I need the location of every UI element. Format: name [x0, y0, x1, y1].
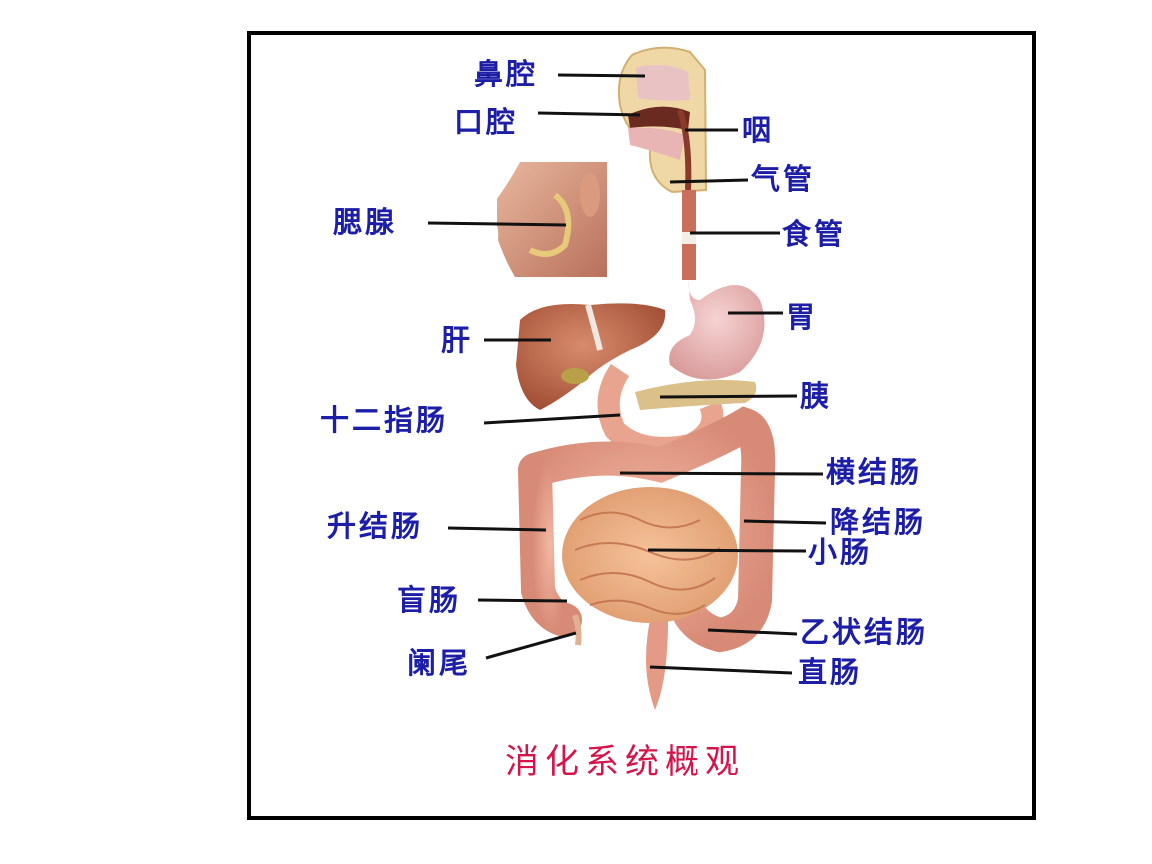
label-ascending-colon: 升结肠	[327, 509, 424, 543]
label-rectum: 直肠	[798, 655, 863, 689]
diagram-frame	[247, 31, 1036, 820]
small-intestine-illustration	[562, 487, 738, 623]
label-liver: 肝	[441, 323, 474, 357]
stomach-illustration	[669, 280, 765, 380]
face-illustration	[488, 162, 607, 277]
label-sigmoid-colon: 乙状结肠	[800, 615, 929, 649]
leader-lines	[427, 73, 827, 675]
large-intestine-illustration	[518, 406, 776, 710]
label-trachea: 气管	[751, 162, 816, 196]
label-esophagus: 食管	[782, 217, 847, 251]
label-descending-colon: 降结肠	[830, 505, 927, 539]
label-cecum: 盲肠	[397, 583, 462, 617]
label-pancreas: 胰	[800, 379, 833, 413]
label-oral-cavity: 口腔	[454, 105, 519, 139]
label-parotid-gland: 腮腺	[333, 205, 398, 239]
label-stomach: 胃	[786, 300, 819, 334]
label-small-intestine: 小肠	[808, 535, 873, 569]
label-appendix: 阑尾	[407, 646, 472, 680]
liver-illustration	[516, 303, 666, 410]
label-pharynx: 咽	[742, 113, 775, 147]
label-duodenum: 十二指肠	[320, 403, 449, 437]
diagram-title: 消化系统概观	[505, 742, 745, 782]
label-transverse-colon: 横结肠	[826, 455, 923, 489]
head-section-illustration	[617, 46, 708, 280]
label-nasal-cavity: 鼻腔	[474, 57, 539, 91]
